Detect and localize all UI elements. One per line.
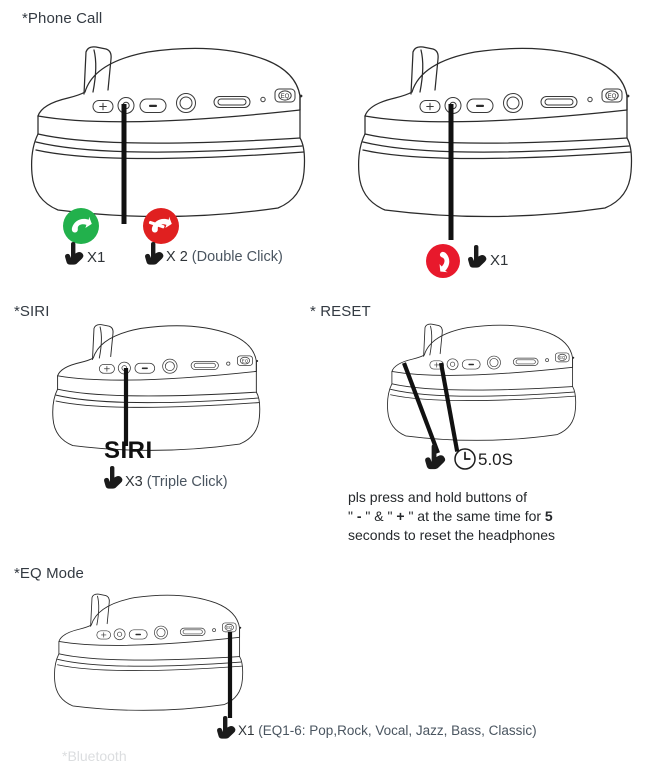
callout-caption-siri: X3 (Triple Click) [125, 474, 228, 490]
top-bleed-artifact [0, 0, 664, 4]
callout-note-eq: (EQ1-6: Pop,Rock, Vocal, Jazz, Bass, Cla… [258, 723, 537, 738]
reset-note-line-1: pls press and hold buttons of [348, 489, 528, 505]
pointer-lines-reset [393, 362, 473, 455]
callout-caption-reject: X 2 (Double Click) [166, 249, 283, 265]
clock-icon [453, 447, 477, 471]
hand-pointer-icon-end-call [467, 245, 489, 269]
reset-note-minus-symbol: - [356, 508, 362, 524]
headphone-diagram-phone-call-right: EQ [355, 38, 645, 218]
svg-text:EQ: EQ [608, 94, 617, 100]
section-heading-siri: *SIRI [14, 303, 50, 320]
pointer-line-phone-call-left [120, 104, 128, 224]
callout-note-siri: (Triple Click) [146, 474, 228, 490]
callout-count-reject: X 2 [166, 249, 188, 265]
reject-call-icon [142, 207, 180, 245]
headphone-diagram-phone-call-left: EQ [28, 38, 318, 218]
reset-note-quote-open: " [348, 508, 357, 524]
reset-instruction-note: pls press and hold buttons of " - " & " … [348, 488, 648, 545]
hand-pointer-icon-answer [64, 242, 86, 266]
reset-note-conjunction: " & " [361, 508, 397, 524]
reset-note-seconds-number: 5 [544, 508, 553, 524]
hand-pointer-icon-reset [424, 444, 448, 471]
end-call-icon [425, 243, 461, 279]
reset-note-line-3: seconds to reset the headphones [348, 527, 556, 543]
callout-count-answer: X1 [87, 249, 106, 266]
section-heading-phone-call: *Phone Call [22, 10, 103, 27]
callout-count-eq: X1 [238, 723, 255, 738]
headphone-diagram-reset: EQ [385, 318, 585, 441]
section-heading-reset: * RESET [310, 303, 371, 320]
callout-note-reject: (Double Click) [191, 249, 283, 265]
svg-text:EQ: EQ [226, 625, 232, 630]
callout-count-end-call: X1 [490, 252, 509, 269]
svg-text:EQ: EQ [559, 355, 565, 360]
hand-pointer-icon-eq [216, 716, 238, 740]
bottom-bleed-artifact: *Bluetooth [62, 748, 127, 764]
callout-count-siri: X3 [125, 474, 143, 490]
reset-note-plus-symbol: + [396, 508, 405, 524]
svg-text:EQ: EQ [242, 359, 249, 364]
hand-pointer-icon-siri [103, 466, 125, 490]
reset-duration-label: 5.0S [478, 450, 513, 469]
headphone-diagram-siri: EQ [50, 318, 270, 451]
pointer-line-siri [122, 368, 130, 446]
reset-note-line-2: " - " & " + " at the same time for 5 [348, 507, 648, 526]
hand-pointer-icon-reject [144, 242, 166, 266]
pointer-line-eq-mode [226, 632, 234, 718]
answer-call-icon [62, 207, 100, 245]
svg-text:EQ: EQ [281, 94, 290, 100]
headphone-diagram-eq-mode: EQ [52, 588, 252, 711]
callout-caption-eq: X1 (EQ1-6: Pop,Rock, Vocal, Jazz, Bass, … [238, 723, 537, 738]
siri-word-label: SIRI [104, 437, 153, 464]
pointer-line-phone-call-right [447, 104, 455, 240]
section-heading-eq-mode: *EQ Mode [14, 565, 84, 582]
reset-note-line-2-tail: " at the same time for [404, 508, 545, 524]
